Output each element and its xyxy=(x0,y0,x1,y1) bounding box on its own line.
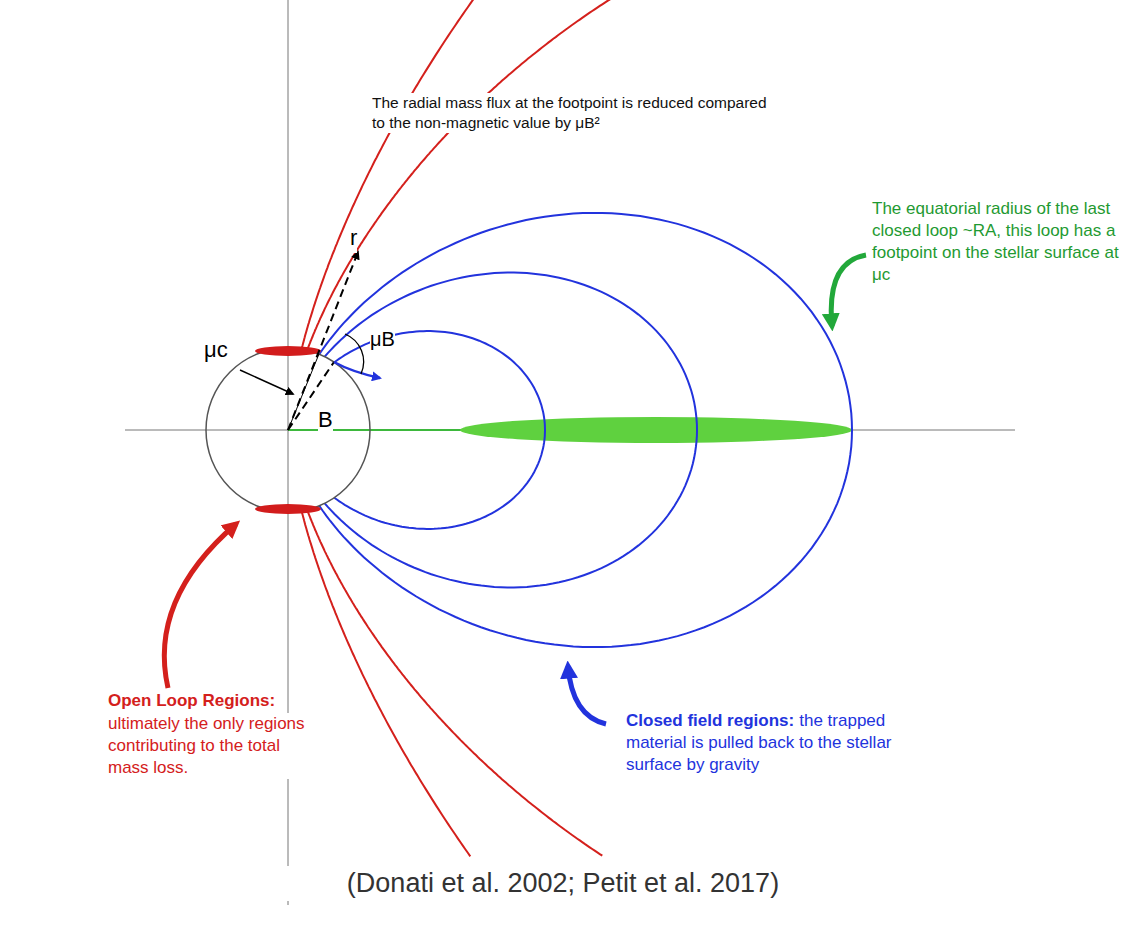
leader-arrow xyxy=(831,255,866,326)
open-field-line xyxy=(307,510,602,856)
open-region-patch xyxy=(255,346,321,356)
vector-symbol: B xyxy=(318,406,333,435)
region-heading: Open Loop Regions: xyxy=(108,690,275,712)
open-field-line xyxy=(302,511,471,857)
field-lines xyxy=(302,0,852,856)
angle-symbol: μB xyxy=(370,326,395,352)
equatorial-radius-line xyxy=(288,429,470,431)
region-description: ultimately the only regions contributing… xyxy=(108,713,318,779)
leader-arrow xyxy=(568,666,606,724)
annotation-note: The radial mass flux at the footpoint is… xyxy=(372,93,782,133)
angle-symbol: μc xyxy=(204,336,228,365)
open-field-line xyxy=(307,0,618,350)
closed-field-note: Closed field regions:the trapped materia… xyxy=(626,710,918,776)
open-region-patch xyxy=(255,504,321,514)
closed-field-line xyxy=(319,213,852,647)
annotation-note: The equatorial radius of the last closed… xyxy=(872,198,1120,286)
closed-field-line xyxy=(325,273,697,588)
vector-symbol: r xyxy=(350,224,357,253)
closed-field-line xyxy=(334,331,545,529)
leader-arrow xyxy=(164,524,236,688)
angle-pointer xyxy=(240,370,293,394)
open-field-line xyxy=(302,0,479,349)
equatorial-disk xyxy=(460,417,852,443)
angle-arc xyxy=(345,334,364,374)
field-direction-arrow xyxy=(334,362,380,378)
figure-caption: (Donati et al. 2002; Petit et al. 2017) xyxy=(263,866,863,901)
region-heading: Closed field regions: xyxy=(626,711,794,730)
radial-vector xyxy=(288,252,358,430)
star-surface xyxy=(206,348,370,512)
critical-angle-line xyxy=(288,354,319,430)
